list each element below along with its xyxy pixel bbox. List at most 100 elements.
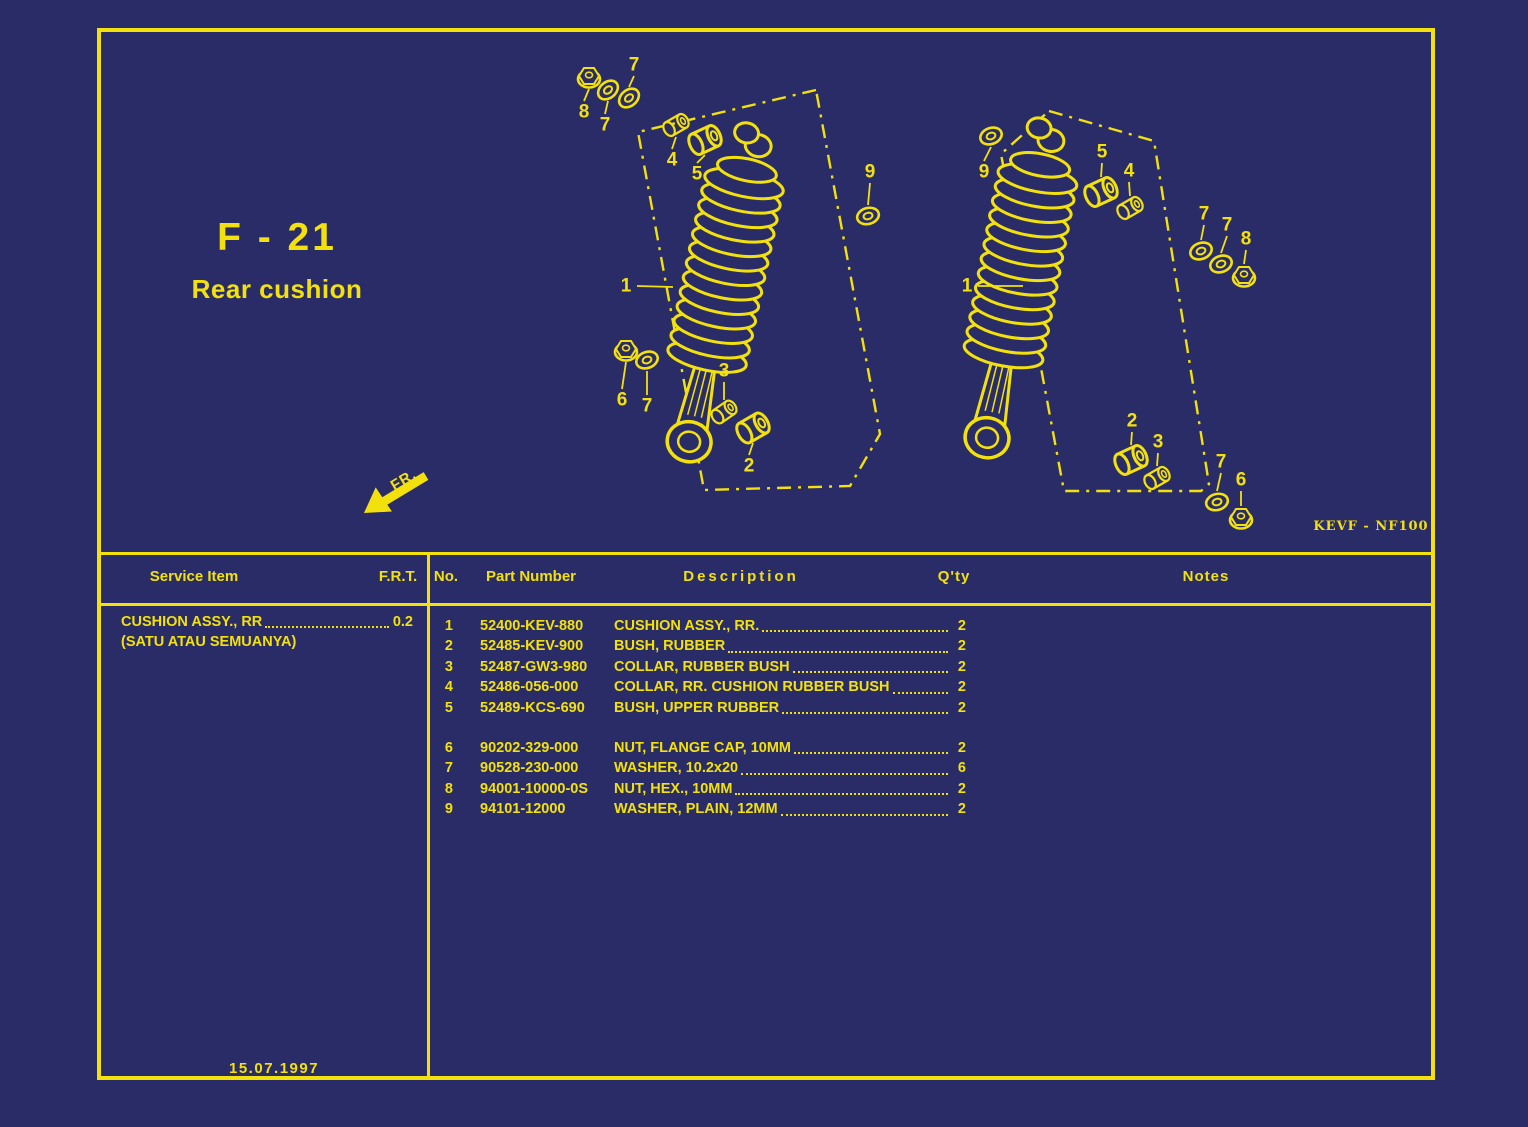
callout-number: 7: [600, 115, 611, 136]
part-qty: 2: [957, 740, 966, 757]
part-number: 52400-KEV-880: [480, 618, 584, 634]
callout-number: 5: [1097, 142, 1108, 163]
col-header-qty: Q'ty: [937, 568, 971, 585]
part-number: 52485-KEV-900: [480, 638, 584, 655]
shock-absorber: [962, 116, 1079, 460]
parts-list-body: 1 52400-KEV-880 CUSHION ASSY., RR. 2 2 5…: [427, 616, 1439, 820]
service-item-frt: 0.2: [392, 614, 413, 630]
callout-9: 9: [855, 162, 881, 226]
callout-number: 3: [1153, 432, 1164, 453]
part-no: 5: [444, 699, 453, 716]
callout-9: 9: [979, 126, 1003, 183]
callout-number: 9: [865, 162, 876, 183]
callout-1: 1: [621, 276, 674, 297]
dot-leader: [265, 626, 389, 629]
parts-table-row: 2 52485-KEV-900 BUSH, RUBBER 2: [427, 636, 1439, 656]
assembly-boundary-right: [999, 109, 1211, 493]
callout-4: 4: [662, 112, 690, 171]
washer-icon: [1204, 492, 1230, 512]
col-header-service-item: Service Item: [149, 568, 239, 585]
part-qty: 2: [957, 658, 966, 675]
callout-number: 7: [1222, 215, 1233, 236]
part-description: WASHER, 10.2x20: [614, 760, 739, 777]
part-no: 8: [444, 780, 453, 797]
callout-number: 6: [617, 390, 628, 411]
service-item-row: CUSHION ASSY., RR 0.2: [121, 612, 413, 632]
washer-icon: [635, 350, 659, 370]
callout-number: 7: [629, 55, 640, 76]
parts-group: 1 52400-KEV-880 CUSHION ASSY., RR. 2 2 5…: [427, 616, 1439, 718]
part-description: BUSH, RUBBER: [614, 638, 726, 655]
bush-icon: [1113, 443, 1149, 477]
bush-icon: [1083, 175, 1119, 209]
washer-icon: [1209, 254, 1233, 274]
callout-7: 7: [1189, 204, 1213, 261]
callout-number: 1: [621, 276, 632, 297]
dot-leader: [782, 712, 948, 715]
collar-icon: [710, 399, 738, 425]
callout-2: 2: [1113, 411, 1149, 477]
col-header-no: No.: [433, 568, 459, 585]
part-description: BUSH, UPPER RUBBER: [614, 699, 780, 716]
part-description: COLLAR, RR. CUSHION RUBBER BUSH: [614, 679, 890, 696]
col-header-part-number: Part Number: [485, 568, 577, 585]
callout-8: 8: [576, 67, 602, 123]
part-no: 3: [444, 658, 453, 675]
parts-table-row: 1 52400-KEV-880 CUSHION ASSY., RR. 2: [427, 616, 1439, 636]
callout-5: 5: [687, 123, 723, 185]
assembly-boundary-left: [636, 88, 882, 492]
callout-7: 7: [1209, 215, 1233, 274]
callout-number: 9: [979, 162, 990, 183]
section-title-block: F - 21 Rear cushion: [189, 216, 365, 305]
shock-absorbers: [665, 116, 1079, 464]
parts-table-row: 8 94001-10000-0S NUT, HEX., 10MM 2: [427, 779, 1439, 799]
callout-number: 8: [579, 102, 590, 123]
callout-4: 4: [1116, 161, 1144, 221]
nut-icon: [613, 340, 639, 362]
service-item-label: (SATU ATAU SEMUANYA): [121, 634, 297, 651]
callout-number: 6: [1236, 470, 1247, 491]
service-item-row: (SATU ATAU SEMUANYA): [121, 632, 413, 652]
callout-1: 1: [962, 276, 1023, 297]
washer-icon: [1189, 241, 1213, 261]
callout-number: 2: [1127, 411, 1138, 432]
parts-table-row: 4 52486-056-000 COLLAR, RR. CUSHION RUBB…: [427, 677, 1439, 697]
part-qty: 2: [957, 699, 966, 716]
callout-7: 7: [1204, 452, 1230, 512]
col-header-notes: Notes: [1182, 568, 1230, 585]
washer-icon: [855, 206, 881, 226]
callout-2: 2: [735, 411, 771, 477]
parts-table-row: 5 52489-KCS-690 BUSH, UPPER RUBBER 2: [427, 698, 1439, 718]
callout-5: 5: [1083, 142, 1119, 209]
callout-8: 8: [1231, 229, 1257, 288]
part-number: 52489-KCS-690: [480, 699, 585, 716]
table-vertical-divider: [427, 552, 430, 1076]
callout-number: 7: [1199, 204, 1210, 225]
shock-absorber: [665, 121, 785, 464]
part-description: CUSHION ASSY., RR.: [614, 618, 760, 634]
part-no: 1: [444, 618, 453, 634]
diagram-table-divider: [101, 552, 1431, 555]
service-item-label: CUSHION ASSY., RR: [121, 614, 263, 630]
part-number: 94101-12000: [480, 801, 566, 818]
callout-6: 6: [1228, 470, 1254, 530]
dot-leader: [741, 772, 948, 775]
part-qty: 2: [957, 618, 966, 634]
nut-icon: [1228, 508, 1254, 530]
part-number: 52486-056-000: [480, 679, 579, 696]
parts-table-row: 9 94101-12000 WASHER, PLAIN, 12MM 2: [427, 799, 1439, 819]
parts-table-row: 7 90528-230-000 WASHER, 10.2x20 6: [427, 758, 1439, 778]
part-no: 9: [444, 801, 453, 818]
section-code: F - 21: [217, 216, 337, 259]
part-number: 90202-329-000: [480, 740, 579, 757]
parts-group: 6 90202-329-000 NUT, FLANGE CAP, 10MM 2 …: [427, 738, 1439, 820]
part-no: 7: [444, 760, 453, 777]
parts-table-row: 3 52487-GW3-980 COLLAR, RUBBER BUSH 2: [427, 657, 1439, 677]
section-title: Rear cushion: [191, 274, 363, 304]
col-header-description: Description: [683, 568, 799, 585]
dot-leader: [735, 793, 948, 796]
diagram-code: KEVF - NF100: [1313, 519, 1428, 534]
